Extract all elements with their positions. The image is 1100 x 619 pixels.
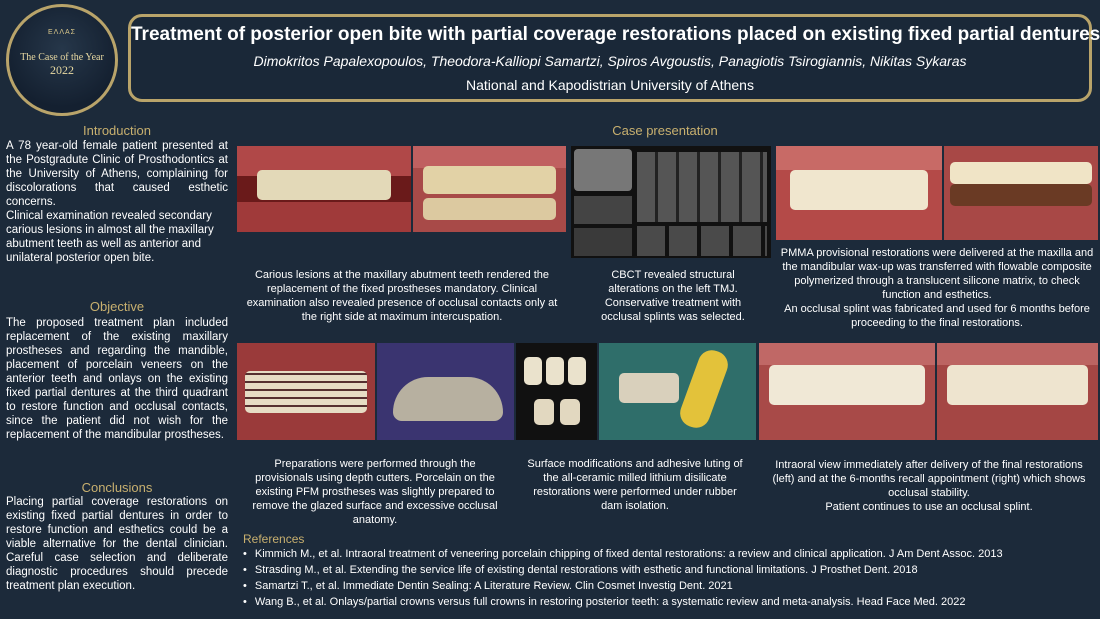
badge-case-text: The Case of the Year xyxy=(20,52,104,63)
caption-final-text: Intraoral view immediately after deliver… xyxy=(772,459,1086,499)
references-heading: References xyxy=(243,532,305,546)
objective-heading: Objective xyxy=(89,299,145,314)
reference-item: Samartzi T., et al. Immediate Dentin Sea… xyxy=(243,578,1093,594)
photo-initial-lateral xyxy=(413,146,566,232)
poster-authors: Dimokritos Papalexopoulos, Theodora-Kall… xyxy=(253,53,967,69)
photo-provisionals-front xyxy=(776,146,942,240)
caption-cbct: CBCT revealed structural alterations on … xyxy=(601,269,745,323)
introduction-heading: Introduction xyxy=(83,123,151,138)
poster-affiliation: National and Kapodistrian University of … xyxy=(466,77,754,93)
photo-initial-smile xyxy=(237,146,411,232)
photo-rubber-dam-isolation xyxy=(599,343,756,440)
objective-text: The proposed treatment plan included rep… xyxy=(6,317,228,441)
caption-adhesive-luting: Surface modifications and adhesive lutin… xyxy=(527,458,743,512)
caption-pmma-provisionals: PMMA provisional restorations were deliv… xyxy=(776,246,1098,330)
photo-occlusal-splint xyxy=(944,146,1098,240)
caption-splint-continue: Patient continues to use an occlusal spl… xyxy=(825,501,1033,513)
introduction-body: A 78 year-old female patient presented a… xyxy=(6,139,228,265)
conclusions-text: Placing partial coverage restorations on… xyxy=(6,496,228,592)
photo-depth-cutter-preparations xyxy=(237,343,375,440)
badge-year: 2022 xyxy=(50,63,74,77)
poster-title: Treatment of posterior open bite with pa… xyxy=(131,24,1100,45)
photo-final-restorations-delivery xyxy=(759,343,935,440)
caption-carious-lesions: Carious lesions at the maxillary abutmen… xyxy=(246,269,558,323)
case-of-the-year-badge: ΕΛΛΑΣ The Case of the Year 2022 xyxy=(6,4,118,116)
caption-pmma-text: PMMA provisional restorations were deliv… xyxy=(780,247,1094,301)
references-list: Kimmich M., et al. Intraoral treatment o… xyxy=(243,546,1093,610)
reference-item: Strasding M., et al. Extending the servi… xyxy=(243,562,1093,578)
caption-preparations: Preparations were performed through the … xyxy=(252,458,498,526)
poster-header: Treatment of posterior open bite with pa… xyxy=(128,14,1100,102)
photo-lithium-disilicate-restorations xyxy=(516,343,597,440)
introduction-text: A 78 year-old female patient presented a… xyxy=(6,140,228,208)
photo-six-month-recall xyxy=(937,343,1098,440)
caption-final-restorations: Intraoral view immediately after deliver… xyxy=(769,458,1089,514)
badge-logo: ΕΛΛΑΣ xyxy=(47,29,77,36)
conclusions-heading: Conclusions xyxy=(81,480,153,495)
introduction-text-2: Clinical examination revealed secondary … xyxy=(6,210,214,264)
reference-item: Kimmich M., et al. Intraoral treatment o… xyxy=(243,546,1093,562)
case-presentation-heading: Case presentation xyxy=(612,123,718,138)
photo-prepared-pfm-prostheses xyxy=(377,343,514,440)
caption-splint-text: An occlusal splint was fabricated and us… xyxy=(784,303,1090,329)
reference-item: Wang B., et al. Onlays/partial crowns ve… xyxy=(243,594,1093,610)
photo-cbct-scans xyxy=(571,146,771,258)
